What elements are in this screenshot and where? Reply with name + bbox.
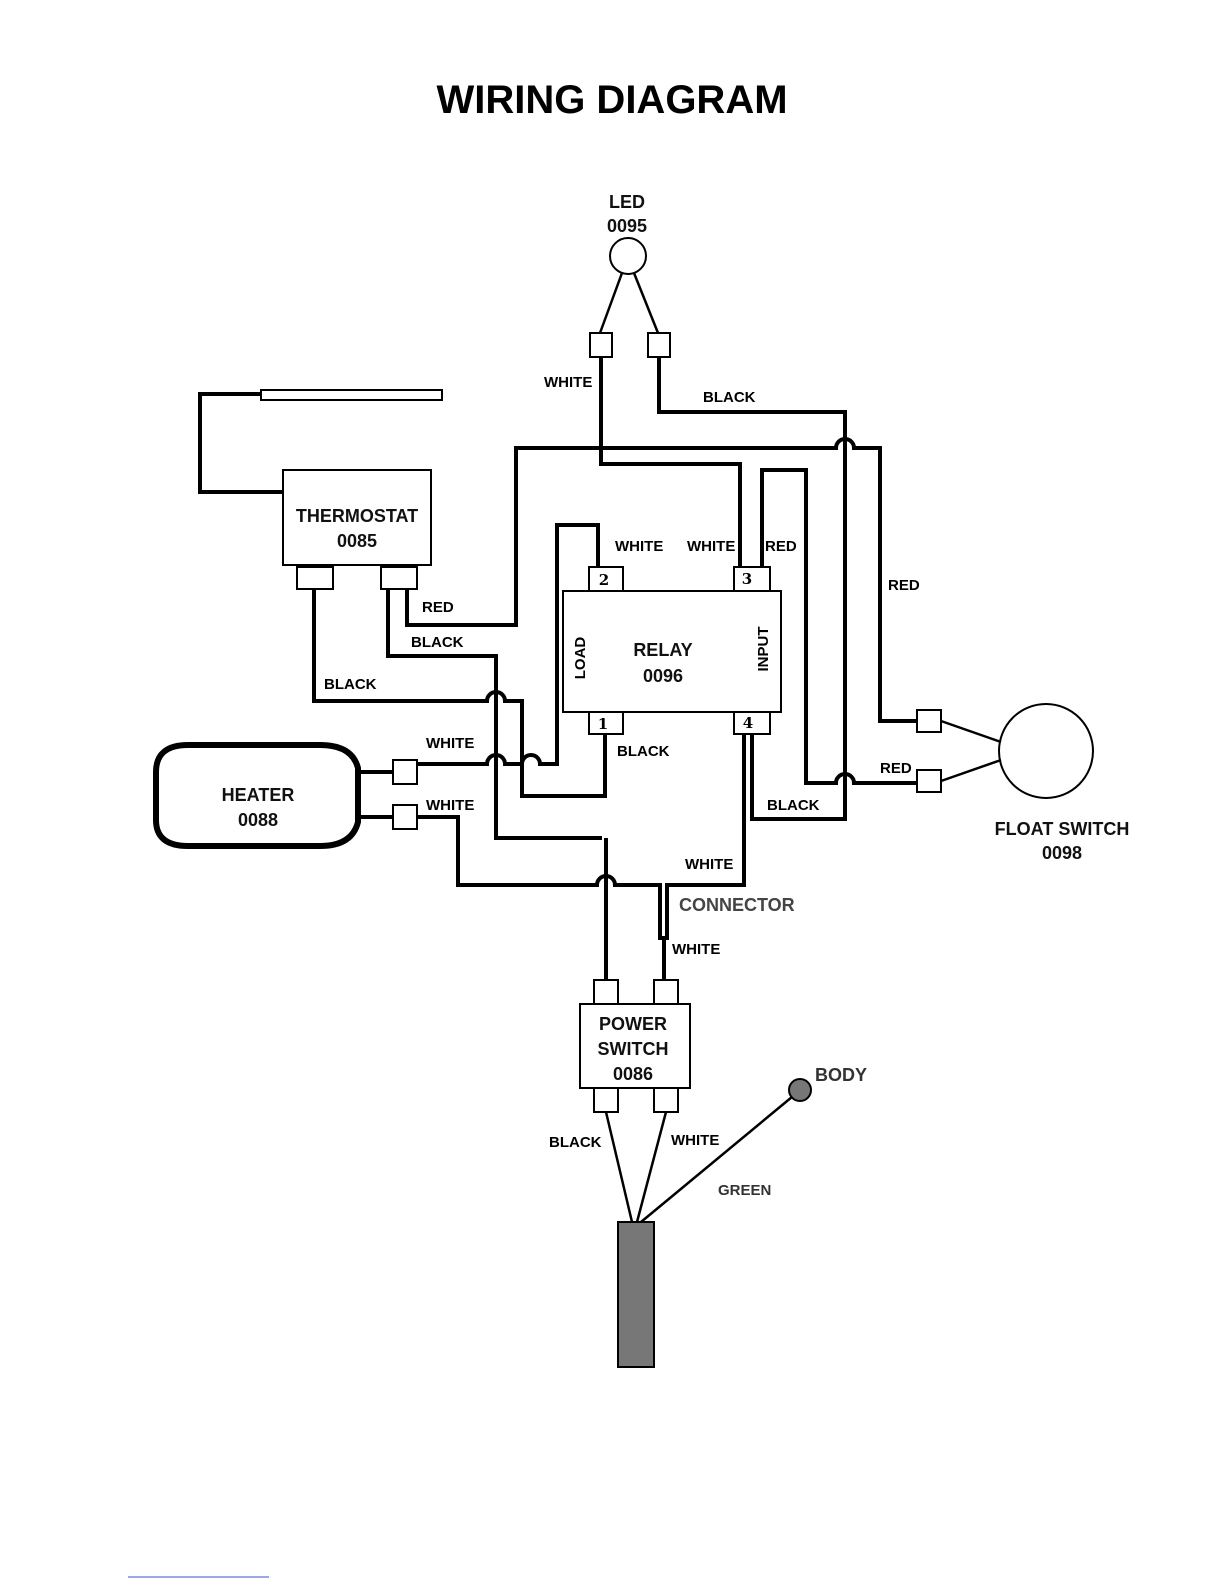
relay-label: RELAY (633, 640, 692, 660)
relay-pin-4-label: 4 (743, 714, 753, 732)
led-leads (600, 273, 658, 333)
power-switch-terminal-top-left (594, 980, 618, 1004)
heater-terminal-top (393, 760, 417, 784)
heater-terminal-bottom (393, 805, 417, 829)
heater-label: HEATER (222, 785, 295, 805)
wire-label-float-red-bottom: RED (880, 760, 912, 777)
relay-component: 2 3 1 4 RELAY 0096 LOAD INPUT (563, 567, 781, 734)
relay-load-label: LOAD (572, 637, 589, 680)
cord-wires (606, 1092, 798, 1222)
wire-label-thermo-red: RED (422, 599, 454, 616)
power-switch-terminal-top-right (654, 980, 678, 1004)
wire-label-heater-white-top: WHITE (426, 735, 474, 752)
relay-input-label: INPUT (755, 627, 772, 672)
wire-label-thermo-black-right: BLACK (411, 634, 464, 651)
thermostat-code: 0085 (337, 531, 377, 551)
thermostat-component: THERMOSTAT 0085 (200, 390, 442, 589)
led-terminal-left (590, 333, 612, 357)
power-switch-component: POWER SWITCH 0086 (580, 980, 690, 1112)
connector-label: CONNECTOR (679, 895, 795, 915)
led-component: LED 0095 (590, 192, 670, 357)
float-switch-code: 0098 (1042, 843, 1082, 863)
heater-component: HEATER 0088 (156, 745, 417, 846)
float-switch-terminal-bottom (917, 770, 941, 792)
led-terminal-right (648, 333, 670, 357)
led-bulb (610, 238, 646, 274)
wire-label-relay1-black: BLACK (617, 743, 670, 760)
wire-label-connector-white-bottom: WHITE (672, 941, 720, 958)
power-switch-label-1: POWER (599, 1014, 667, 1034)
wire-label-plug-white: WHITE (671, 1132, 719, 1149)
wire-label-led-white: WHITE (544, 374, 592, 391)
wire-label-connector-white-top: WHITE (685, 856, 733, 873)
relay-code: 0096 (643, 666, 683, 686)
wire-label-plug-green: GREEN (718, 1182, 771, 1199)
wire-label-thermo-black-left: BLACK (324, 676, 377, 693)
wire-label-relay3-white: WHITE (687, 538, 735, 555)
wire-label-float-red-top: RED (888, 577, 920, 594)
wire-label-plug-black: BLACK (549, 1134, 602, 1151)
power-switch-terminal-bottom-right (654, 1088, 678, 1112)
float-switch-leads (941, 721, 1001, 781)
heater-code: 0088 (238, 810, 278, 830)
thermostat-terminal-right (381, 567, 417, 589)
thermostat-probe (261, 390, 442, 400)
wire-label-led-black: BLACK (703, 389, 756, 406)
led-label: LED (609, 192, 645, 212)
wire-label-relay3-red: RED (765, 538, 797, 555)
body-ground-point (789, 1079, 811, 1101)
float-switch-body (999, 704, 1093, 798)
power-plug (618, 1222, 654, 1367)
relay-pin-2-label: 2 (599, 571, 609, 589)
power-switch-label-2: SWITCH (598, 1039, 669, 1059)
page-title: WIRING DIAGRAM (436, 78, 787, 122)
thermostat-probe-wire (200, 394, 283, 492)
wire-label-relay4-black: BLACK (767, 797, 820, 814)
relay-pin-3-label: 3 (742, 570, 752, 588)
float-switch-terminal-top (917, 710, 941, 732)
thermostat-label: THERMOSTAT (296, 506, 418, 526)
power-cord: BODY (606, 1065, 867, 1367)
led-code: 0095 (607, 216, 647, 236)
wire-label-heater-white-bottom: WHITE (426, 797, 474, 814)
body-label: BODY (815, 1065, 867, 1085)
power-switch-code: 0086 (613, 1064, 653, 1084)
float-switch-label: FLOAT SWITCH (995, 819, 1130, 839)
wire-label-relay2-white: WHITE (615, 538, 663, 555)
relay-pin-1-label: 1 (598, 715, 608, 733)
wire-relay3-red (762, 470, 917, 783)
float-switch-component: FLOAT SWITCH 0098 (917, 704, 1129, 863)
power-switch-terminal-bottom-left (594, 1088, 618, 1112)
thermostat-terminal-left (297, 567, 333, 589)
